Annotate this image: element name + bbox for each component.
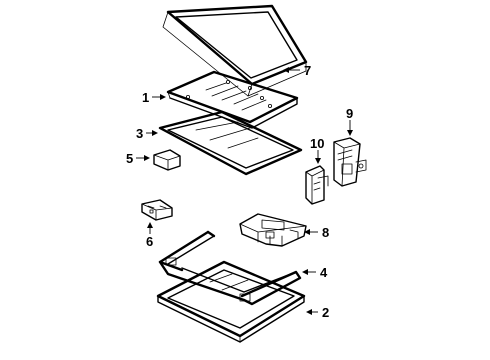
- part-7-outer-frame: [162, 4, 308, 97]
- callout-10: 10: [310, 136, 324, 151]
- callout-6: 6: [146, 234, 153, 249]
- callout-1: 1: [142, 90, 149, 105]
- callout-5: 5: [126, 151, 133, 166]
- callout-9: 9: [346, 106, 353, 121]
- part-1-glass-panel: [166, 70, 299, 129]
- part-5-clip: [153, 149, 181, 171]
- part-9-actuator: [333, 137, 367, 187]
- callout-7: 7: [304, 63, 311, 78]
- part-6-latch: [141, 199, 173, 221]
- part-4-shade-frame: [158, 230, 302, 306]
- callout-8: 8: [322, 225, 329, 240]
- part-2-housing: [156, 260, 306, 343]
- part-3-seal-frame: [158, 110, 303, 176]
- part-8-drive-assembly: [239, 213, 307, 247]
- leader-lines: [136, 67, 353, 315]
- callout-2: 2: [322, 305, 329, 320]
- callout-3: 3: [136, 126, 143, 141]
- part-10-bracket: [305, 165, 329, 205]
- callout-4: 4: [320, 265, 328, 280]
